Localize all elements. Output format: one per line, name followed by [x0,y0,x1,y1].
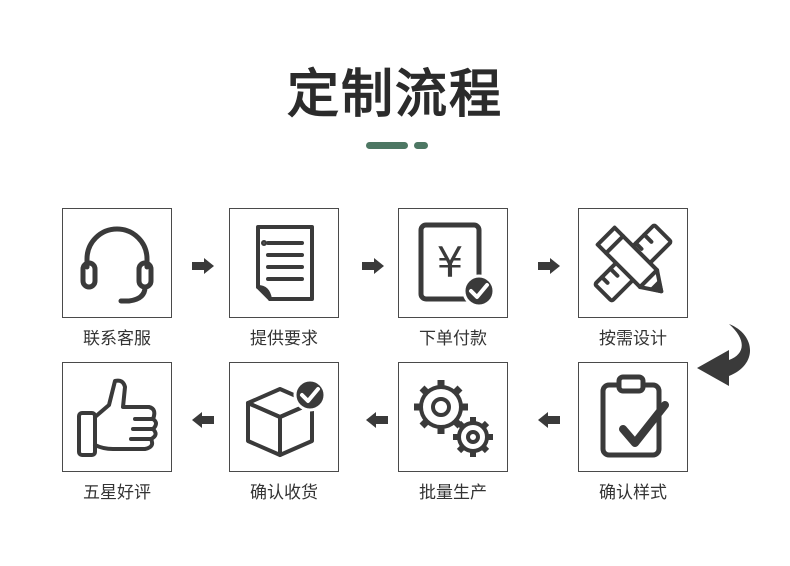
document-list-icon [256,225,314,301]
arrow-right-icon [362,258,384,274]
step-label-contact-service: 联系客服 [83,329,151,349]
step-label-five-star-review: 五星好评 [83,483,151,503]
arrow-left-icon [366,412,388,428]
step-label-confirm-style: 确认样式 [599,483,667,503]
page-title: 定制流程 [286,65,503,125]
step-label-mass-production: 批量生产 [419,483,487,503]
thumbs-up-icon [77,378,158,457]
yen-payment-check-icon: ¥ [418,222,496,307]
gears-icon [414,380,493,457]
curved-arrow-icon [697,324,751,386]
step-label-provide-requirements: 提供要求 [250,329,318,349]
step-label-design-on-demand: 按需设计 [599,329,667,349]
step-box-provide-requirements [229,208,339,318]
arrow-left-icon [538,412,560,428]
step-box-mass-production [398,362,508,472]
arrow-left-icon [192,412,214,428]
headset-icon [80,226,154,304]
title-underline-short [414,142,428,149]
title-underline-long [366,142,408,149]
arrow-right-icon [192,258,214,274]
package-check-icon [246,378,327,457]
arrow-right-icon [538,258,560,274]
step-label-confirm-receipt: 确认收货 [250,483,318,503]
step-box-five-star-review [62,362,172,472]
step-label-place-order-payment: 下单付款 [419,329,487,349]
step-box-confirm-style [578,362,688,472]
yen-symbol: ¥ [437,238,464,287]
step-box-place-order-payment: ¥ [398,208,508,318]
step-box-confirm-receipt [229,362,339,472]
step-box-design-on-demand [578,208,688,318]
ruler-pencil-icon [593,223,673,303]
step-box-contact-service [62,208,172,318]
clipboard-check-icon [600,374,669,458]
